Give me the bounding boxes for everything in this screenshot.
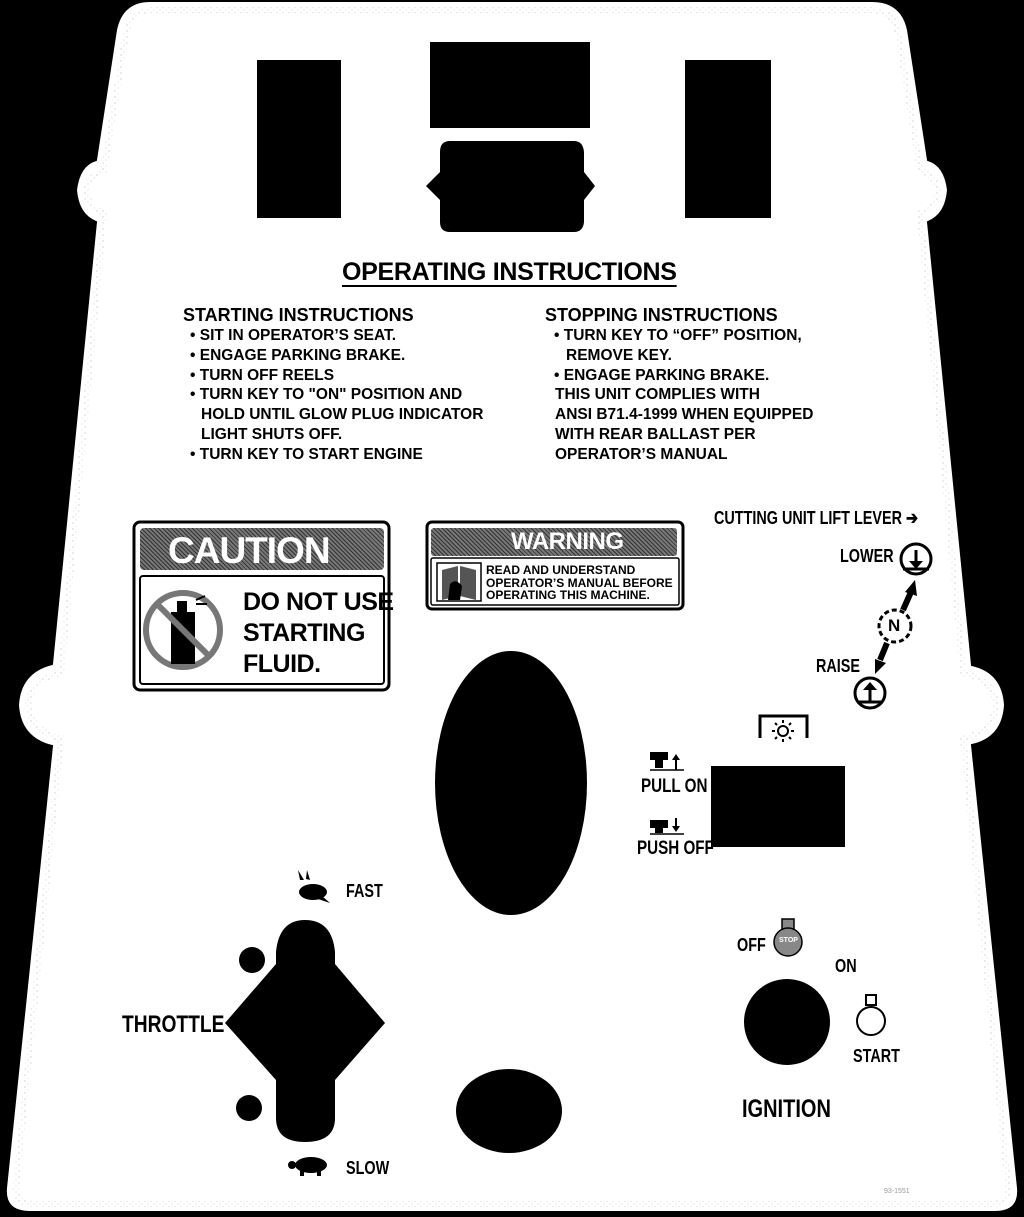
raise-arrow-icon bbox=[853, 676, 887, 710]
lift-lever-title-text: CUTTING UNIT LIFT LEVER bbox=[714, 508, 902, 528]
lift-lever-title: CUTTING UNIT LIFT LEVER ➔ bbox=[714, 508, 918, 529]
starting-line: LIGHT SHUTS OFF. bbox=[201, 425, 343, 443]
no-spray-can-icon bbox=[143, 590, 223, 670]
svg-text:93-1551: 93-1551 bbox=[884, 1188, 910, 1195]
stop-icon bbox=[773, 918, 803, 957]
ignition-label: IGNITION bbox=[742, 1095, 831, 1123]
top-cutout-gauge bbox=[426, 141, 595, 232]
read-manual-icon bbox=[436, 562, 482, 602]
lower-arrow-icon bbox=[899, 542, 933, 576]
turtle-icon bbox=[288, 1157, 327, 1176]
raise-label: RAISE bbox=[816, 656, 861, 676]
stopping-line: WITH REAR BALLAST PER bbox=[555, 425, 756, 443]
lower-label: LOWER bbox=[840, 546, 894, 566]
stopping-line: OPERATOR’S MANUAL bbox=[555, 445, 728, 463]
ignition-off-label: OFF bbox=[737, 935, 766, 955]
stopping-line: REMOVE KEY. bbox=[566, 346, 672, 364]
caution-line: DO NOT USE bbox=[243, 588, 394, 616]
center-oval-cutout bbox=[435, 651, 587, 915]
starting-line: • TURN OFF REELS bbox=[190, 366, 335, 384]
starting-instructions: STARTING INSTRUCTIONS • SIT IN OPERATOR’… bbox=[183, 305, 483, 465]
starting-line: • ENGAGE PARKING BRAKE. bbox=[190, 346, 406, 364]
fast-label: FAST bbox=[346, 881, 383, 901]
top-cutout-left bbox=[257, 60, 341, 218]
caution-body: DO NOT USE STARTING FLUID. bbox=[243, 587, 394, 680]
caution-line: FLUID. bbox=[243, 650, 321, 678]
stopping-line: • ENGAGE PARKING BRAKE. bbox=[554, 366, 770, 384]
starting-heading: STARTING INSTRUCTIONS bbox=[183, 305, 414, 325]
light-icon bbox=[772, 720, 794, 742]
warning-header: WARNING bbox=[511, 528, 624, 555]
warning-body: READ AND UNDERSTAND OPERATOR’S MANUAL BE… bbox=[486, 564, 673, 602]
slow-label: SLOW bbox=[346, 1158, 390, 1178]
ignition-key-hole bbox=[744, 979, 830, 1065]
light-switch-opening bbox=[711, 766, 845, 847]
warning-header-bar bbox=[431, 528, 677, 556]
stopping-instructions: STOPPING INSTRUCTIONS • TURN KEY TO “OFF… bbox=[545, 305, 813, 465]
rabbit-icon bbox=[298, 870, 330, 903]
push-off-label: PUSH OFF bbox=[637, 838, 714, 859]
warning-line: OPERATOR’S MANUAL BEFORE bbox=[486, 575, 673, 590]
lever-arrow-icon bbox=[875, 580, 917, 674]
pull-on-label: PULL ON bbox=[641, 776, 708, 797]
throttle-dot-bottom bbox=[236, 1095, 262, 1121]
caution-line: STARTING bbox=[243, 619, 365, 647]
warning-line: OPERATING THIS MACHINE. bbox=[486, 588, 650, 602]
stopping-line: • TURN KEY TO “OFF” POSITION, bbox=[554, 327, 802, 344]
starting-line: • TURN KEY TO "ON" POSITION AND bbox=[190, 386, 463, 404]
right-arrow-icon: ➔ bbox=[906, 508, 919, 528]
stopping-line: THIS UNIT COMPLIES WITH bbox=[555, 386, 760, 404]
caution-header-bar bbox=[140, 528, 384, 570]
stopping-line: ANSI B71.4-1999 WHEN EQUIPPED bbox=[555, 406, 814, 424]
page-title: OPERATING INSTRUCTIONS bbox=[342, 258, 677, 286]
bottom-oval-cutout bbox=[456, 1069, 562, 1153]
start-icon bbox=[856, 994, 886, 1036]
starting-line: • SIT IN OPERATOR’S SEAT. bbox=[190, 327, 397, 344]
throttle-dot-top bbox=[239, 947, 265, 973]
neutral-icon bbox=[877, 608, 913, 644]
ignition-on-label: ON bbox=[835, 956, 857, 976]
stopping-heading: STOPPING INSTRUCTIONS bbox=[545, 305, 778, 325]
starting-line: HOLD UNTIL GLOW PLUG INDICATOR bbox=[201, 406, 484, 424]
neutral-label: N bbox=[888, 616, 901, 635]
push-off-icon bbox=[650, 818, 684, 835]
throttle-label: THROTTLE bbox=[122, 1011, 225, 1038]
top-cutout-center bbox=[430, 42, 590, 128]
pull-on-icon bbox=[650, 752, 684, 771]
ignition-stop-label: STOP bbox=[779, 937, 798, 944]
starting-line: • TURN KEY TO START ENGINE bbox=[190, 445, 423, 463]
warning-line: READ AND UNDERSTAND bbox=[486, 563, 636, 577]
ignition-start-label: START bbox=[853, 1046, 900, 1066]
caution-header: CAUTION bbox=[168, 530, 331, 571]
light-bracket bbox=[758, 714, 809, 738]
top-cutout-right bbox=[685, 60, 771, 218]
throttle-slot bbox=[225, 920, 385, 1142]
